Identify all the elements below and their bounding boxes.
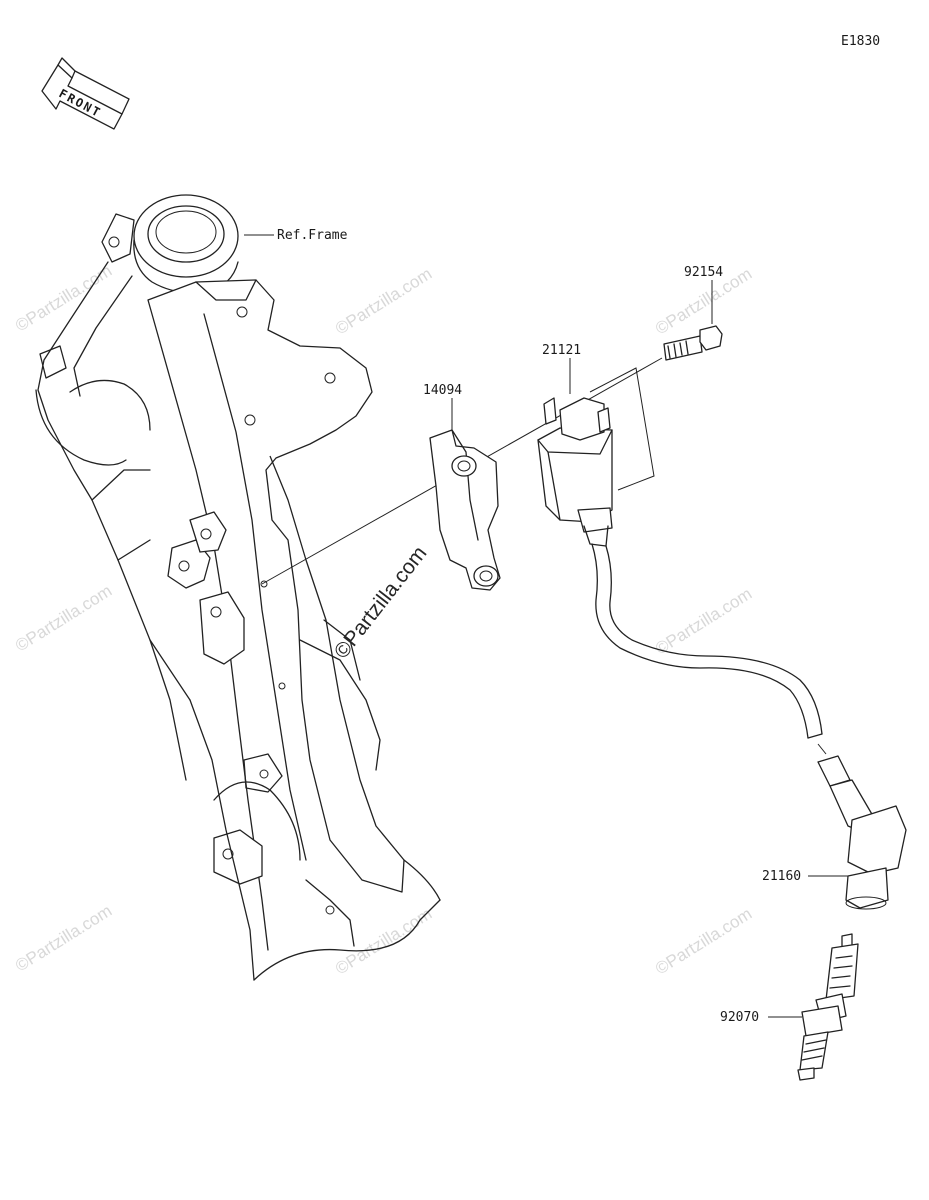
bolt-icon <box>663 325 723 361</box>
part-label-92070: 92070 <box>720 1010 759 1025</box>
part-label-92154: 92154 <box>684 265 723 280</box>
coil-bracket-line <box>589 367 655 491</box>
watermark: ©Partzilla.com <box>12 261 115 335</box>
watermark: ©Partzilla.com <box>652 584 755 658</box>
part-label-14094: 14094 <box>423 383 462 398</box>
spark-plug-lead-icon <box>591 543 823 739</box>
coil-bracket-icon <box>429 429 501 591</box>
watermark: ©Partzilla.com <box>12 901 115 975</box>
watermark: ©Partzilla.com <box>652 904 755 978</box>
ignition-coil-icon <box>537 397 613 547</box>
diagram-code: E1830 <box>841 34 880 49</box>
watermark: ©Partzilla.com <box>12 581 115 655</box>
front-arrow-icon: FRONT <box>41 57 130 130</box>
plug-cap-icon <box>817 743 907 910</box>
watermark: ©Partzilla.com <box>332 904 435 978</box>
watermark: ©Partzilla.com <box>332 264 435 338</box>
ref-frame-label: Ref.Frame <box>277 228 348 243</box>
part-label-21121: 21121 <box>542 343 581 358</box>
spark-plug-icon <box>797 933 859 1081</box>
part-label-21160: 21160 <box>762 869 801 884</box>
frame-drawing <box>35 194 441 981</box>
watermark-center: ©Partzilla.com <box>330 542 432 663</box>
